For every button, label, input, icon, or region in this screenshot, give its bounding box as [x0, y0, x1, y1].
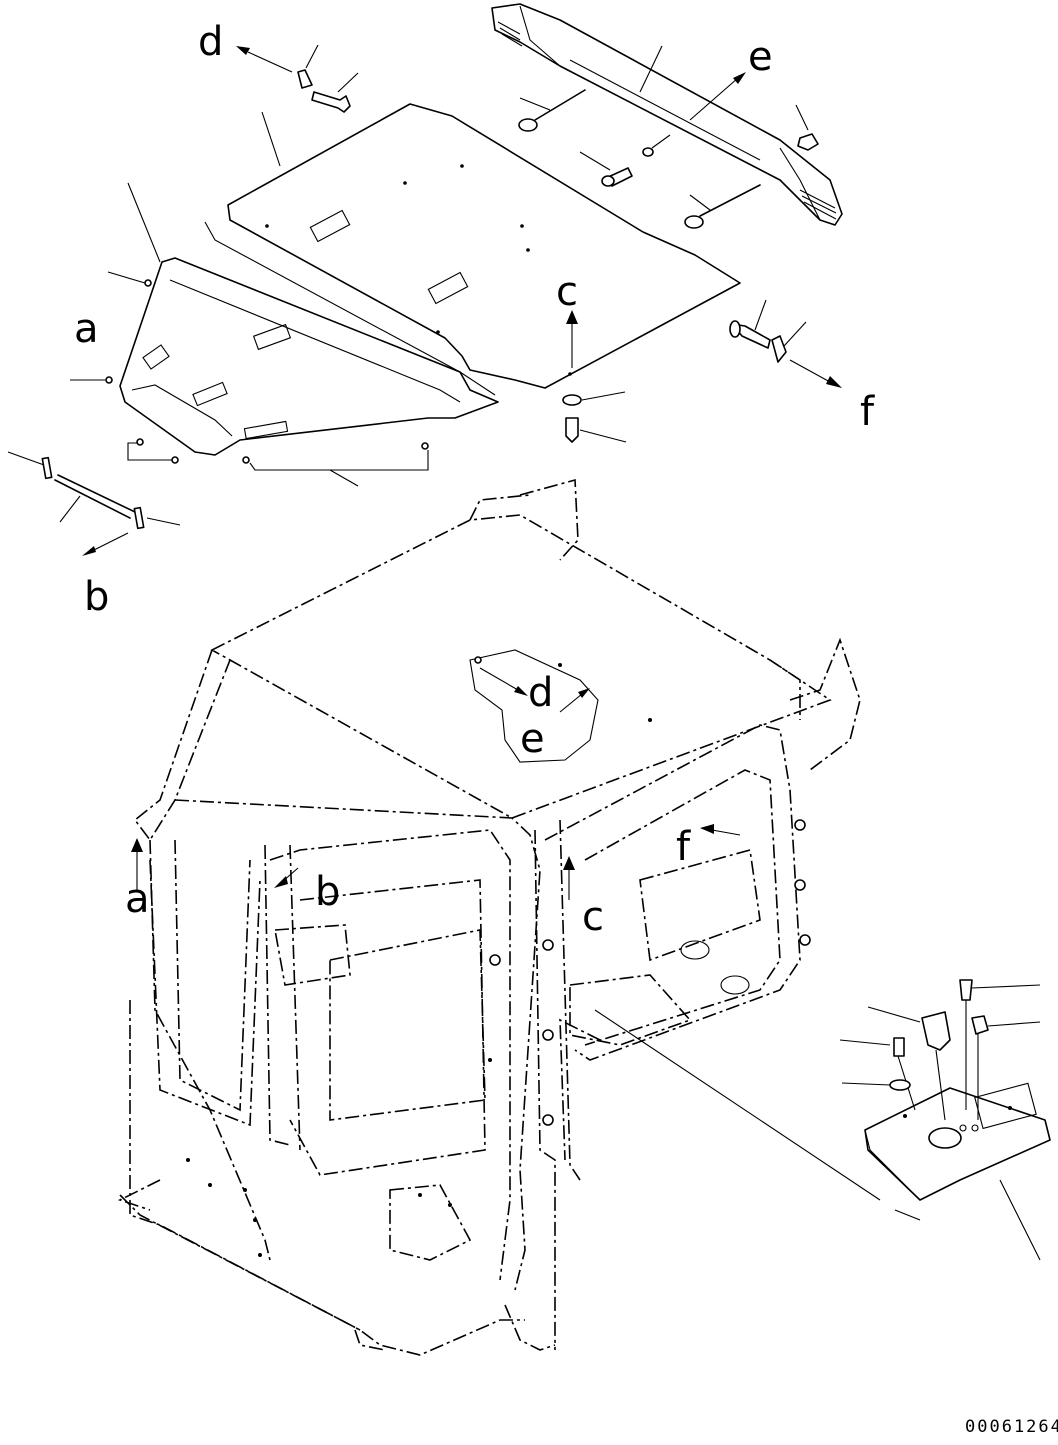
clip-and-screw-f [729, 299, 842, 388]
callout-f-bottom: f [676, 824, 691, 870]
callout-b-top: b [84, 574, 109, 620]
roof-detail-d-e [469, 649, 599, 763]
headliner-panel [204, 103, 741, 396]
clip-and-screw-d [236, 44, 359, 113]
callout-f-top: f [860, 389, 875, 435]
callout-e-top: e [748, 34, 773, 80]
callout-d-top: d [198, 19, 223, 65]
front-trim-panel [70, 182, 499, 487]
callout-c-top: c [556, 269, 578, 315]
callout-c-bottom: c [582, 894, 604, 940]
callout-labels: d e a c f b d e a b c f [74, 19, 875, 940]
callout-a-top: a [74, 306, 99, 352]
weatherstrip-b [7, 451, 181, 556]
callout-d-mid: d [528, 670, 553, 716]
fasteners-top-right [518, 89, 819, 229]
drawing-number: 00061264 [965, 1417, 1058, 1437]
cab-arrows [131, 824, 741, 900]
callout-e-mid: e [520, 716, 545, 762]
cab-frame [117, 478, 861, 1356]
fasteners-c [562, 310, 627, 443]
callout-a-bottom: a [125, 876, 150, 922]
callout-b-bottom: b [315, 869, 340, 915]
console-cover [594, 979, 1051, 1261]
rear-trim-e [491, 3, 843, 226]
